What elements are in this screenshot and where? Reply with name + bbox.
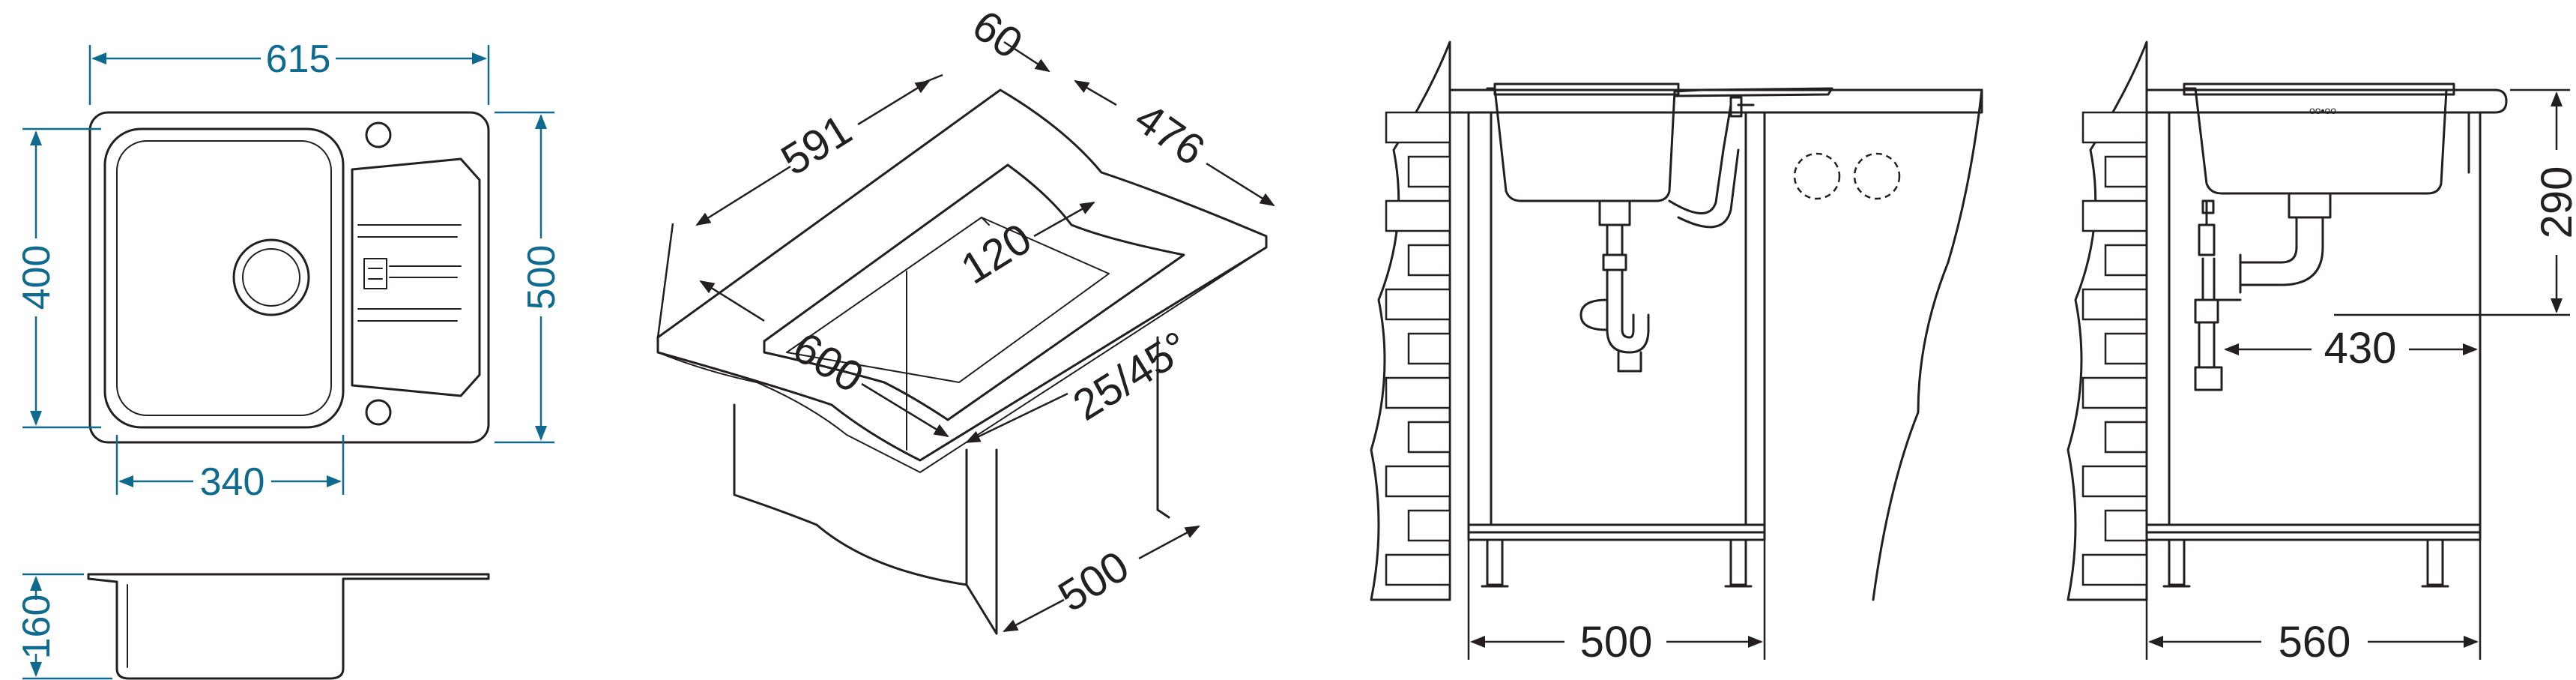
dim-500-top: 500 [495,111,563,444]
side-view: oo•oo 290 430 560 [2066,40,2576,667]
front-sink [1486,87,1833,202]
dim-430: 430 [2224,324,2478,373]
front-view: 500 [1370,40,1983,667]
dim-476: 476 [1074,79,1275,207]
dim-160: 160 [15,573,112,680]
sink-outline [88,111,490,444]
bowl-inner [116,140,332,416]
drain-inner [242,248,300,307]
countertop [656,88,1268,462]
dim-591-label: 591 [773,105,860,184]
profile-outline [87,573,490,680]
dim-560: 560 [2145,540,2482,667]
dim-600-label: 600 [784,322,872,402]
drainer-outline [351,157,481,397]
dim-290-label: 290 [2533,166,2576,239]
side-trap [2194,192,2332,391]
dim-500-iso-label: 500 [1050,541,1137,621]
side-counter [2145,88,2508,114]
cabinet-front [1467,111,1766,534]
dim-120: 120 [952,201,1095,294]
dim-60: 60 [964,1,1050,73]
brick-wall-front [1370,40,1451,601]
dim-600: 600 [699,280,949,438]
dim-615: 615 [88,37,490,105]
dim-290: 290 [2334,88,2576,316]
dim-radius-label: 25/45° [1065,322,1197,430]
dim-60-label: 60 [964,1,1031,68]
dim-120-label: 120 [952,214,1040,293]
dim-340-label: 340 [200,460,265,504]
dim-400: 400 [15,127,101,429]
tap-hole-top [365,121,392,148]
cabinet-side [2145,111,2482,534]
brick-wall-side [2066,40,2148,601]
side-sink [2183,87,2497,195]
drainer-ribs [357,224,462,322]
side-profile: 160 [15,573,490,680]
drain-outer [232,238,310,316]
overflow-mark: oo•oo [2309,104,2336,116]
dim-400-label: 400 [15,245,58,310]
dim-500-iso: 500 [1003,525,1200,633]
dim-500-front: 500 [1467,540,1766,667]
dim-560-label: 560 [2279,618,2351,667]
dim-340: 340 [115,435,345,504]
dim-160-label: 160 [15,595,58,660]
iso-bowl [786,217,1110,383]
dim-591: 591 [656,73,943,338]
dim-500-front-label: 500 [1580,618,1653,667]
dim-476-label: 476 [1126,94,1214,175]
iso-view: 591 60 476 120 600 25/45° [656,1,1275,635]
top-view: 615 400 500 340 [15,37,563,504]
dim-500-top-label: 500 [520,245,563,310]
dim-615-label: 615 [266,37,331,81]
front-trap [1579,199,1650,373]
cabinet [733,403,968,586]
cutout-rim [763,163,1185,421]
bowl-outline [103,127,345,429]
tap-hole-bottom [365,399,392,426]
dim-430-label: 430 [2324,324,2397,373]
